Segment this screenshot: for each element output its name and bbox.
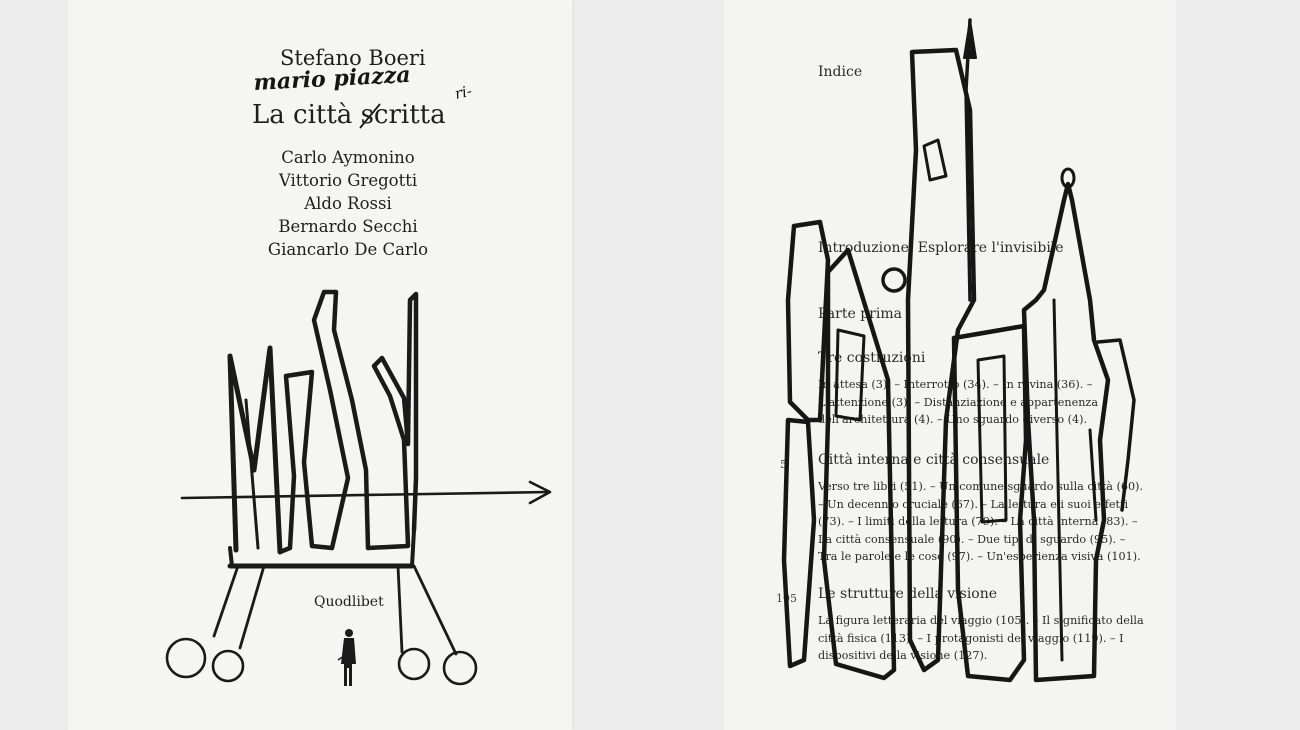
ink-drawing-city-machine bbox=[165, 289, 552, 686]
toc-entry-introduction: Introduzione. Esplorare l'invisibile bbox=[818, 240, 1064, 256]
author-name: Carlo Aymonino bbox=[281, 148, 415, 167]
publisher-name: Quodlibet bbox=[314, 594, 384, 610]
left-page: Stefano Boeri mario piazza ri- La città … bbox=[68, 0, 572, 730]
right-page: Indice Introduzione. Esplorare l'invisib… bbox=[724, 0, 1176, 730]
toc-chapter-title: Città interna e città consensuale bbox=[818, 452, 1050, 468]
book-title: La città scritta bbox=[252, 100, 446, 130]
author-list: Carlo Aymonino Vittorio Gregotti Aldo Ro… bbox=[248, 146, 448, 261]
author-name: Bernardo Secchi bbox=[278, 217, 418, 236]
toc-chapter-title: Tre costruzioni bbox=[818, 350, 926, 366]
small-human-figure bbox=[337, 629, 356, 686]
handwritten-annotation: mario piazza ri- bbox=[253, 62, 474, 129]
handwritten-suffix: ri- bbox=[453, 82, 473, 103]
toc-part-heading: Parte prima bbox=[818, 306, 902, 322]
author-name: Aldo Rossi bbox=[304, 194, 392, 213]
ink-drawing-towers bbox=[781, 18, 1136, 683]
index-heading: Indice bbox=[818, 64, 863, 80]
author-name: Giancarlo De Carlo bbox=[267, 240, 429, 259]
main-author: Stefano Boeri bbox=[280, 46, 426, 70]
handwritten-slash-mark bbox=[359, 103, 381, 129]
toc-page-number: 5 bbox=[780, 458, 787, 471]
author-name: Vittorio Gregotti bbox=[278, 171, 418, 190]
